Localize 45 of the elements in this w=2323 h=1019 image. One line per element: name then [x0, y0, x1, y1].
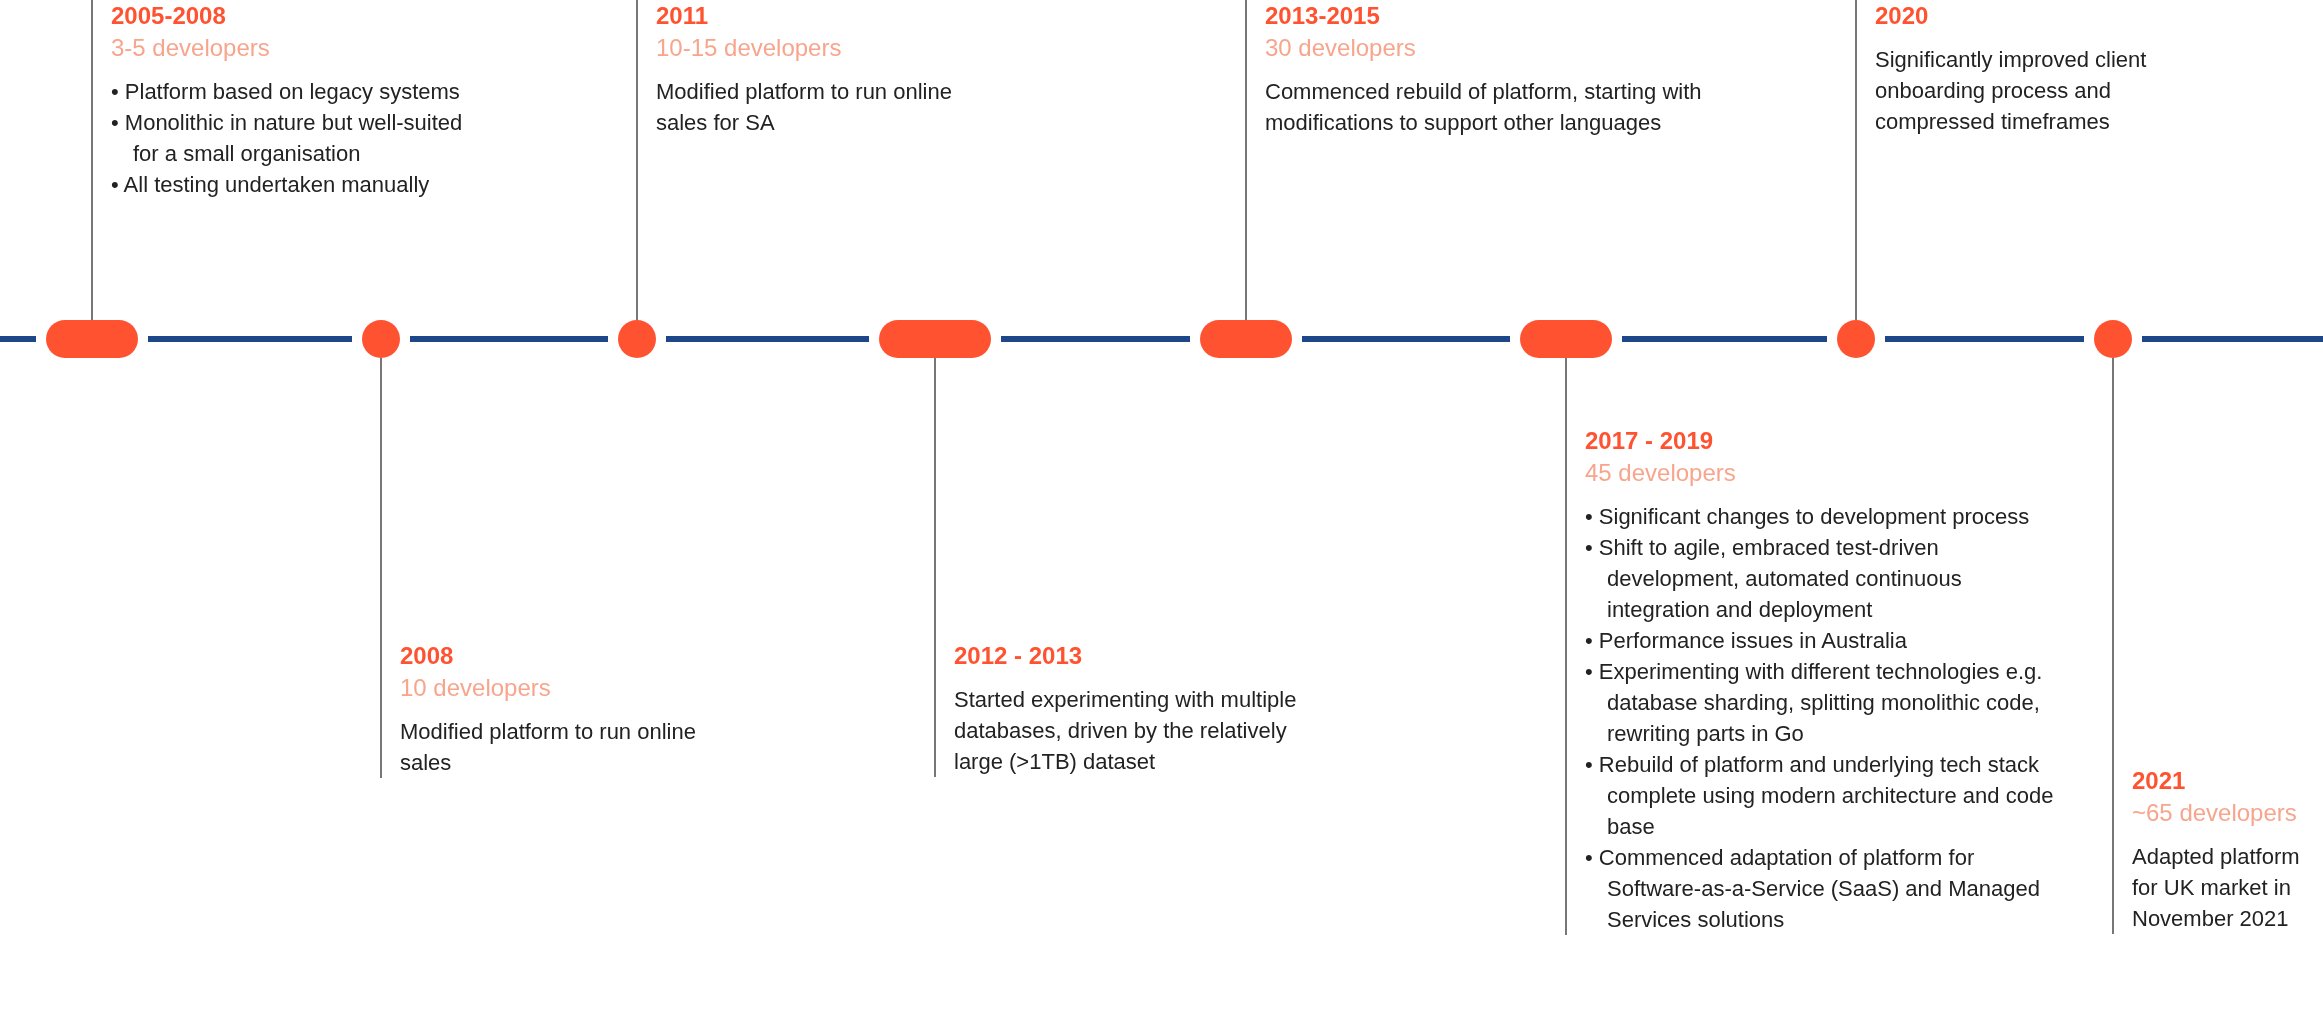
timeline-dot-marker [1837, 320, 1875, 358]
team-size-label: ~65 developers [2132, 798, 2298, 828]
timeline-dot-marker [362, 320, 400, 358]
connector-line [1855, 0, 1857, 321]
connector-line [91, 0, 93, 321]
team-size-label: 3-5 developers [111, 33, 271, 63]
timeline-dot-marker [2094, 320, 2132, 358]
timeline-pill-marker [1200, 320, 1292, 358]
team-size-label: 10 developers [400, 673, 552, 703]
connector-line [1245, 0, 1247, 321]
timeline-dot-marker [618, 320, 656, 358]
description-text: • Rebuild of platform and underlying tech stack complete using modern architecture and code base [1585, 751, 2055, 841]
timeline-pill-marker [46, 320, 138, 358]
timeline-pill-marker [1520, 320, 1612, 358]
year-label: 2017 - 2019 [1585, 426, 1715, 456]
description-text: • All testing undertaken manually [111, 171, 431, 199]
description-text: Modified platform to run online sales for SA [656, 78, 953, 137]
year-label: 2008 [400, 641, 455, 671]
description-text: Adapted platform for UK market in November 2021 [2132, 843, 2300, 933]
description-text: Significantly improved client onboarding process and compressed timeframes [1875, 46, 2148, 136]
description-text: Commenced rebuild of platform, starting with modifications to support other languages [1265, 78, 1703, 137]
connector-line [380, 357, 382, 779]
team-size-label: 45 developers [1585, 458, 1737, 488]
connector-line [934, 357, 936, 778]
description-text: • Platform based on legacy systems [111, 78, 461, 106]
year-label: 2013-2015 [1265, 1, 1381, 31]
description-text: • Performance issues in Australia [1585, 627, 1908, 655]
year-label: 2020 [1875, 1, 1930, 31]
timeline-pill-marker [879, 320, 991, 358]
connector-line [636, 0, 638, 321]
description-text: Started experimenting with multiple databases, driven by the relatively large (>1TB) dataset [954, 686, 1298, 776]
description-text: • Shift to agile, embraced test-driven development, automated continuous integration and deployment [1585, 534, 1963, 624]
description-text: • Experimenting with different technologies e.g. database sharding, splitting monolithic code, rewriting parts in Go [1585, 658, 2044, 748]
team-size-label: 30 developers [1265, 33, 1417, 63]
description-text: • Monolithic in nature but well-suited for a small organisation [111, 109, 464, 168]
year-label: 2012 - 2013 [954, 641, 1084, 671]
year-label: 2011 [656, 1, 710, 31]
year-label: 2021 [2132, 766, 2187, 796]
connector-line [1565, 357, 1567, 936]
description-text: Modified platform to run online sales [400, 718, 697, 777]
description-text: • Commenced adaptation of platform for Software-as-a-Service (SaaS) and Managed Services solutions [1585, 844, 2041, 934]
year-label: 2005-2008 [111, 1, 227, 31]
connector-line [2112, 357, 2114, 935]
description-text: • Significant changes to development process [1585, 503, 2031, 531]
team-size-label: 10-15 developers [656, 33, 843, 63]
